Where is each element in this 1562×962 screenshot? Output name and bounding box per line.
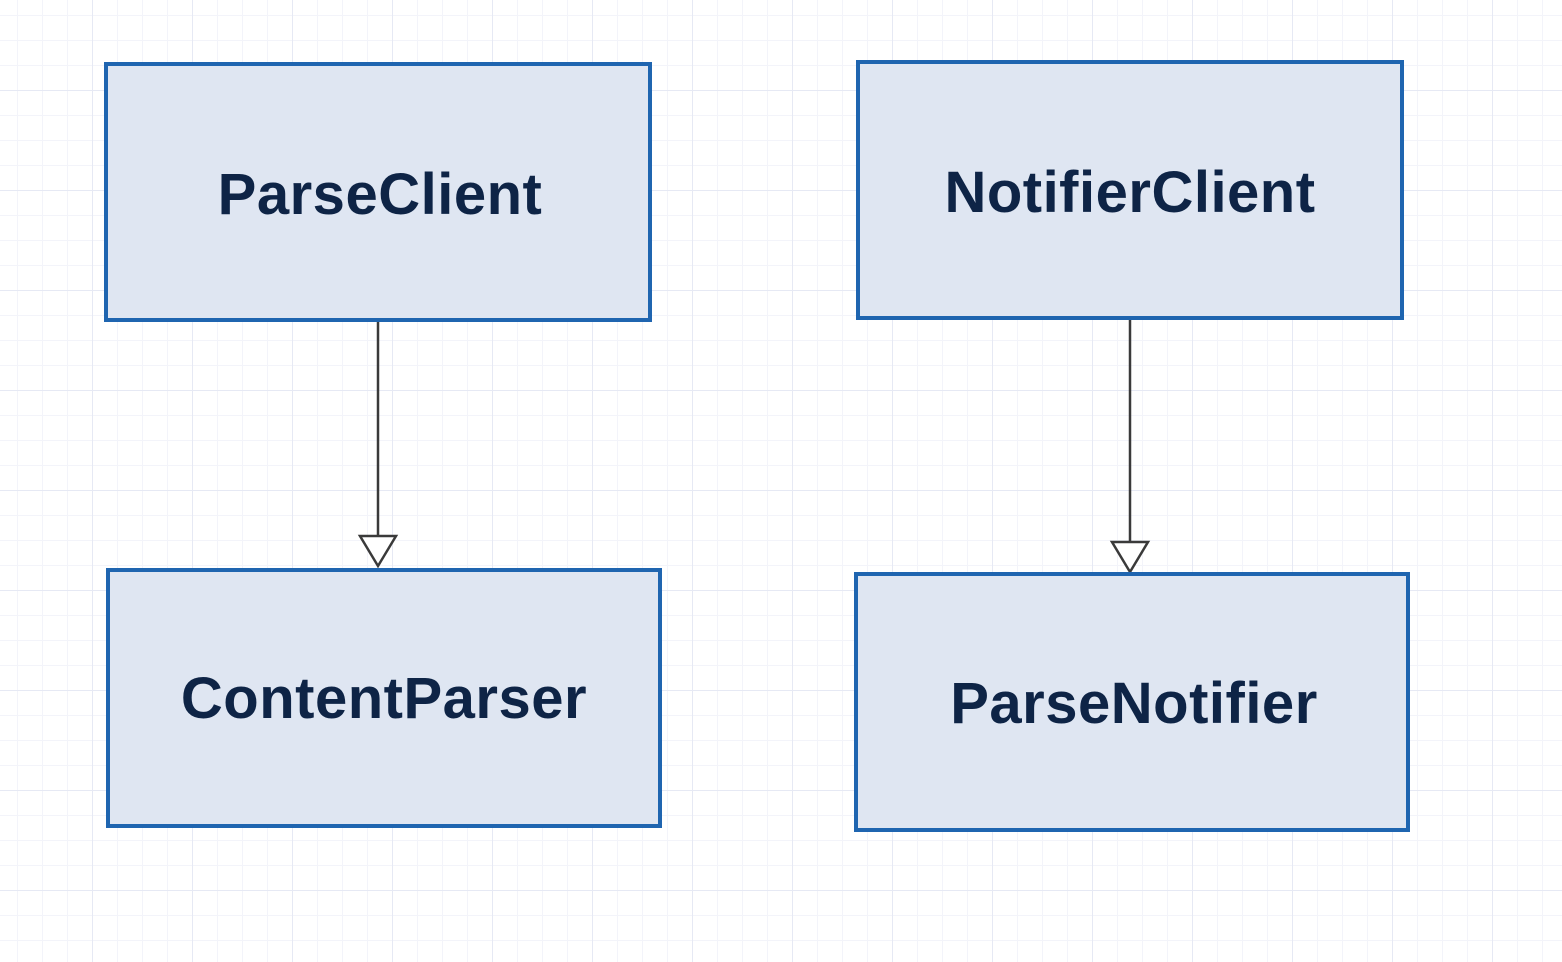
hollow-triangle-arrowhead [357,534,399,569]
hollow-triangle-arrowhead [1109,540,1151,575]
node-contentparser[interactable]: ContentParser [106,568,662,828]
edge-parseclient-to-contentparser [357,322,399,569]
edge-notifierclient-to-parsenotifier [1109,320,1151,575]
node-label: ContentParser [180,665,588,731]
node-parseclient[interactable]: ParseClient [104,62,652,322]
node-label: NotifierClient [944,159,1316,225]
node-label: ParseClient [217,161,543,227]
node-label: ParseNotifier [950,670,1318,736]
node-notifierclient[interactable]: NotifierClient [856,60,1404,320]
node-parsenotifier[interactable]: ParseNotifier [854,572,1410,832]
